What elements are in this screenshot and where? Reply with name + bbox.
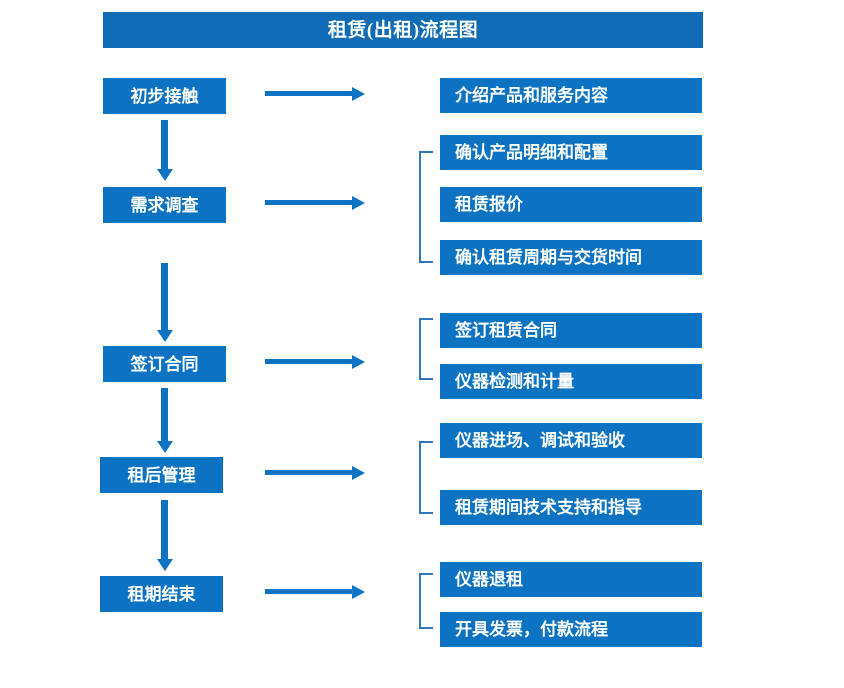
detail-label-8: 租赁期间技术支持和指导 — [455, 498, 642, 517]
detail-label-2: 确认产品明细和配置 — [455, 143, 608, 162]
detail-box-10[interactable]: 开具发票，付款流程 — [440, 612, 702, 647]
right-arrow-1 — [265, 91, 353, 96]
detail-label-9: 仪器退租 — [455, 570, 523, 589]
group-bracket-2 — [419, 318, 433, 380]
stage-box-1[interactable]: 初步接触 — [103, 78, 226, 114]
down-arrow-4 — [161, 500, 168, 560]
page-title: 租赁(出租)流程图 — [327, 19, 479, 41]
group-bracket-4 — [419, 573, 433, 629]
stage-label-5: 租期结束 — [127, 584, 196, 604]
group-bracket-3 — [419, 441, 433, 514]
detail-box-4[interactable]: 确认租赁周期与交货时间 — [440, 240, 702, 275]
stage-box-4[interactable]: 租后管理 — [100, 457, 223, 493]
detail-box-2[interactable]: 确认产品明细和配置 — [440, 135, 702, 170]
stage-label-4: 租后管理 — [127, 465, 196, 485]
detail-label-10: 开具发票，付款流程 — [455, 620, 608, 639]
down-arrow-1 — [161, 120, 168, 170]
stage-box-2[interactable]: 需求调查 — [103, 187, 226, 223]
detail-box-1[interactable]: 介绍产品和服务内容 — [440, 78, 702, 113]
detail-box-5[interactable]: 签订租赁合同 — [440, 313, 702, 348]
chart-title-bar: 租赁(出租)流程图 — [103, 12, 703, 48]
detail-box-9[interactable]: 仪器退租 — [440, 562, 702, 597]
down-arrow-2 — [161, 263, 168, 331]
stage-label-3: 签订合同 — [130, 354, 199, 374]
detail-label-3: 租赁报价 — [455, 195, 523, 214]
detail-label-6: 仪器检测和计量 — [455, 372, 574, 391]
stage-box-3[interactable]: 签订合同 — [103, 346, 226, 382]
right-arrow-5 — [265, 589, 353, 594]
group-bracket-1 — [419, 151, 433, 263]
down-arrow-3 — [161, 388, 168, 442]
detail-box-7[interactable]: 仪器进场、调试和验收 — [440, 423, 702, 458]
detail-box-6[interactable]: 仪器检测和计量 — [440, 364, 702, 399]
stage-label-2: 需求调查 — [130, 195, 199, 215]
detail-label-7: 仪器进场、调试和验收 — [455, 431, 625, 450]
right-arrow-2 — [265, 200, 353, 205]
detail-label-5: 签订租赁合同 — [455, 321, 557, 340]
stage-label-1: 初步接触 — [130, 86, 199, 106]
right-arrow-4 — [265, 470, 353, 475]
detail-box-3[interactable]: 租赁报价 — [440, 187, 702, 222]
detail-box-8[interactable]: 租赁期间技术支持和指导 — [440, 490, 702, 525]
detail-label-4: 确认租赁周期与交货时间 — [455, 248, 642, 267]
detail-label-1: 介绍产品和服务内容 — [455, 86, 608, 105]
stage-box-5[interactable]: 租期结束 — [100, 576, 223, 612]
right-arrow-3 — [265, 359, 353, 364]
